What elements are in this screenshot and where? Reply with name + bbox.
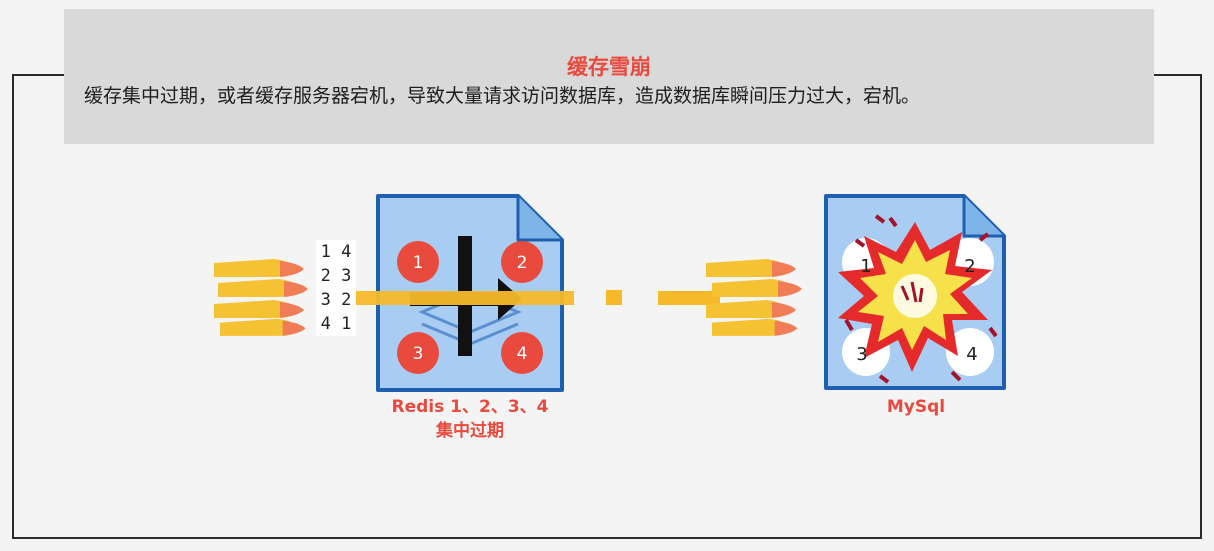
request-arrow-shaft (352, 291, 574, 305)
redis-key-4-circle (501, 332, 543, 374)
request-key-row: 1 4 (320, 242, 352, 262)
redis-key-3-circle (397, 332, 439, 374)
request-arrow-shaft-2 (658, 291, 720, 305)
redis-key-4: 4 (517, 344, 528, 364)
redis-key-1: 1 (413, 253, 424, 273)
request-hand-icon (214, 259, 308, 336)
request-hand-icon-2 (706, 259, 802, 336)
redis-key-3: 3 (413, 344, 424, 364)
redis-key-2-circle (501, 241, 543, 283)
mysql-label: MySql (887, 397, 945, 417)
request-key-row: 4 1 (320, 314, 352, 334)
mysql-key-2: 2 (964, 256, 975, 277)
page-title: 缓存雪崩 (567, 55, 651, 79)
arrow-dot (606, 290, 622, 305)
mysql-key-3: 3 (856, 344, 867, 365)
redis-key-2: 2 (517, 253, 528, 273)
header-panel: 缓存雪崩 缓存集中过期，或者缓存服务器宕机，导致大量请求访问数据库，造成数据库瞬… (64, 9, 1154, 144)
request-key-row: 3 2 (320, 290, 352, 310)
request-key-list: 1 4 2 3 3 2 4 1 (316, 240, 356, 336)
page-description: 缓存集中过期，或者缓存服务器宕机，导致大量请求访问数据库，造成数据库瞬间压力过大… (84, 85, 921, 107)
redis-label: Redis 1、2、3、4 (392, 397, 549, 417)
redis-key-1-circle (397, 241, 439, 283)
mysql-key-1: 1 (860, 256, 871, 277)
mysql-card: 1 2 3 4 (824, 194, 1006, 390)
request-key-row: 2 3 (320, 266, 352, 286)
redis-sublabel: 集中过期 (435, 420, 504, 441)
mysql-key-4: 4 (966, 344, 977, 365)
